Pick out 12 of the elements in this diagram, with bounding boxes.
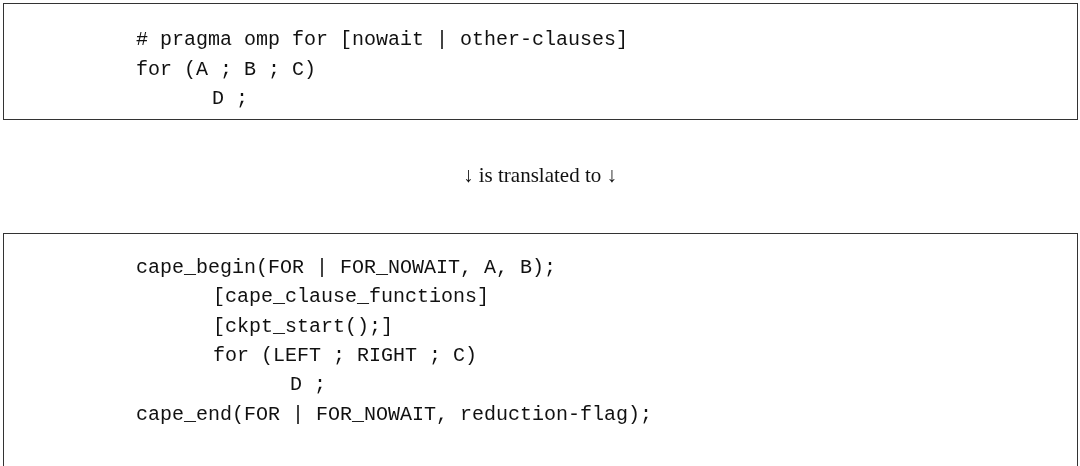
code-line: D ; bbox=[290, 373, 326, 398]
code-line: for (LEFT ; RIGHT ; C) bbox=[213, 343, 478, 368]
code-line: # pragma omp for [nowait | other-clauses] bbox=[136, 28, 629, 52]
code-box bbox=[3, 3, 1078, 120]
code-line: [cape_clause_functions] bbox=[213, 285, 490, 310]
code-line: cape_end(FOR | FOR_NOWAIT, reduction-flag); bbox=[136, 402, 653, 427]
code-box bbox=[3, 233, 1078, 466]
caption-text: ↓ is translated to ↓ bbox=[463, 163, 617, 188]
code-line: for (A ; B ; C) bbox=[136, 57, 317, 82]
code-line: cape_begin(FOR | FOR_NOWAIT, A, B); bbox=[136, 256, 557, 280]
code-line: [ckpt_start();] bbox=[213, 314, 394, 339]
code-line: D ; bbox=[212, 87, 248, 111]
